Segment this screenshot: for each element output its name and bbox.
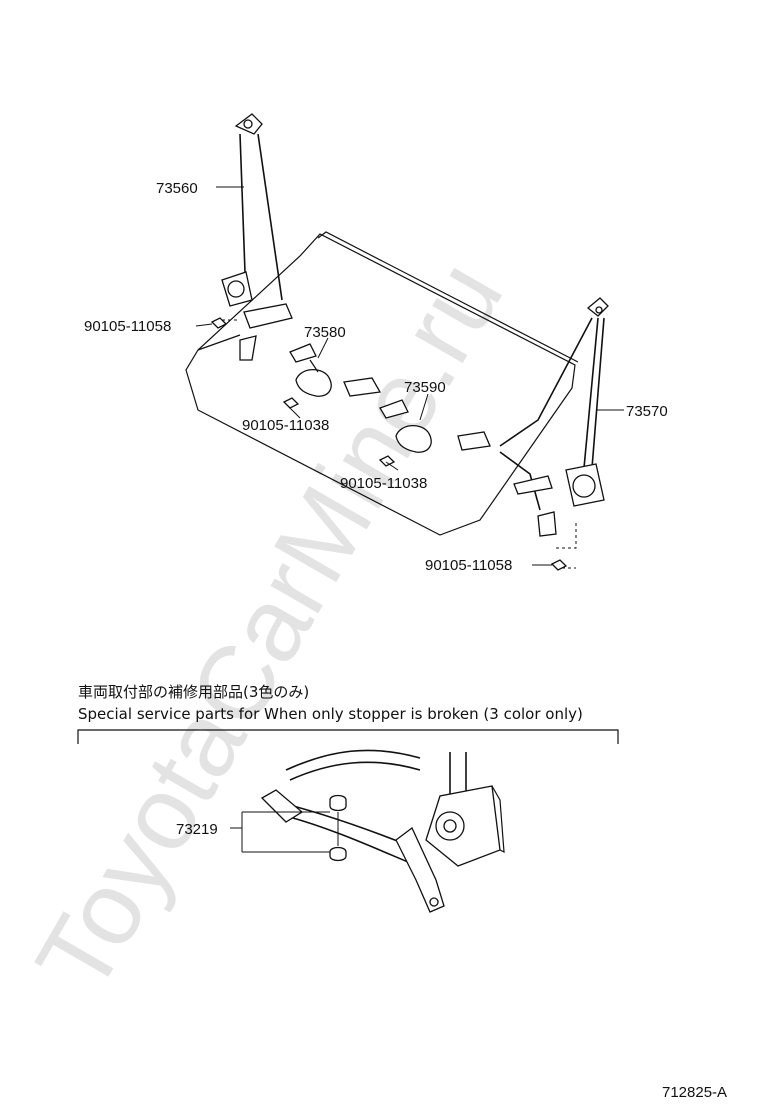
watermark: ToyotaCarMine.ru (14, 243, 525, 1012)
label-73580: 73580 (304, 324, 346, 341)
bolt-right-icon (550, 559, 568, 571)
seat-belt-left (221, 113, 293, 361)
label-73560: 73560 (156, 180, 198, 197)
bolt-left-icon (210, 317, 228, 329)
note-japanese: 車両取付部の補修用部品(3色のみ) (78, 683, 309, 701)
bolt-mid-b-icon (378, 455, 396, 467)
label-73590: 73590 (404, 379, 446, 396)
note-english: Special service parts for When only stop… (78, 705, 583, 723)
label-73570: 73570 (626, 403, 668, 420)
buckle-73590 (379, 399, 491, 453)
label-73219: 73219 (176, 821, 218, 838)
buckle-73580 (289, 343, 382, 397)
rear-seat-cushion (185, 231, 579, 536)
detail-bracket (77, 729, 619, 744)
label-73219-bracket (230, 811, 330, 853)
stopper-detail (260, 749, 505, 913)
seat-belt-right (499, 297, 609, 569)
figure-code: 712825-A (662, 1084, 727, 1101)
label-bolt-mid-a: 90105-11038 (242, 417, 329, 434)
bolt-mid-a-icon (282, 397, 300, 409)
label-bolt-mid-b: 90105-11038 (340, 475, 427, 492)
label-bolt-right: 90105-11058 (425, 557, 512, 574)
label-bolt-left: 90105-11058 (84, 318, 171, 335)
